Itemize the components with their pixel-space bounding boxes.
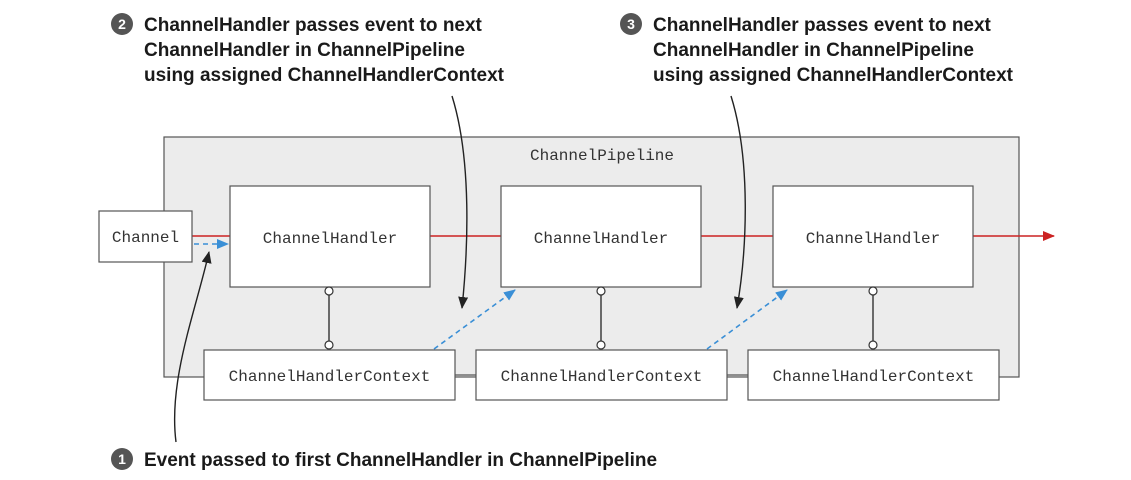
callout-3-line-3: using assigned ChannelHandlerContext	[653, 65, 1014, 86]
channel-handler-context-3: ChannelHandlerContext	[747, 349, 1000, 401]
handler-context-connector-2	[596, 286, 606, 350]
callout-3-pointer	[730, 95, 746, 309]
callout-2-line-1: ChannelHandler passes event to next	[144, 15, 483, 36]
callout-2-pointer	[451, 95, 469, 309]
context-to-next-handler-arrow-2	[706, 289, 788, 350]
channel-handler-2: ChannelHandler	[500, 185, 702, 288]
channel-handler-1: ChannelHandler	[229, 185, 431, 288]
channel-label: Channel	[112, 229, 179, 247]
callout-3-badge	[620, 13, 642, 35]
callout-1-pointer	[173, 251, 212, 443]
callout-2: 2 ChannelHandler passes event to next Ch…	[111, 13, 505, 86]
callout-1: 1 Event passed to first ChannelHandler i…	[111, 448, 657, 471]
channel-box	[98, 210, 193, 263]
callout-2-number: 2	[118, 16, 126, 32]
callout-3: 3 ChannelHandler passes event to next Ch…	[620, 13, 1014, 86]
callout-1-number: 1	[118, 451, 126, 467]
callout-3-line-1: ChannelHandler passes event to next	[653, 15, 992, 36]
channel-handler-3: ChannelHandler	[772, 185, 974, 288]
callout-3-number: 3	[627, 16, 635, 32]
channel-handler-1-label: ChannelHandler	[263, 230, 397, 248]
callout-2-line-3: using assigned ChannelHandlerContext	[144, 65, 505, 86]
channel-handler-context-2-box	[475, 349, 728, 401]
channel-handler-context-2: ChannelHandlerContext	[475, 349, 728, 401]
callout-2-line-2: ChannelHandler in ChannelPipeline	[144, 40, 465, 61]
channel-handler-context-3-label: ChannelHandlerContext	[773, 368, 975, 386]
callout-1-badge	[111, 448, 133, 470]
channel-handler-context-1: ChannelHandlerContext	[203, 349, 456, 401]
callout-1-line-1: Event passed to first ChannelHandler in …	[144, 450, 657, 471]
channel-handler-context-2-label: ChannelHandlerContext	[501, 368, 703, 386]
channel-handler-context-1-label: ChannelHandlerContext	[229, 368, 431, 386]
context-to-next-handler-arrow-1	[433, 289, 516, 350]
channel-handler-2-label: ChannelHandler	[534, 230, 668, 248]
handler-context-connector-3	[868, 286, 878, 350]
channel-pipeline-label: ChannelPipeline	[530, 147, 674, 165]
channel-handler-3-label: ChannelHandler	[806, 230, 940, 248]
handler-context-connector-1	[324, 286, 334, 350]
callout-2-badge	[111, 13, 133, 35]
channel-handler-context-1-box	[203, 349, 456, 401]
callout-3-line-2: ChannelHandler in ChannelPipeline	[653, 40, 974, 61]
channel-handler-context-3-box	[747, 349, 1000, 401]
